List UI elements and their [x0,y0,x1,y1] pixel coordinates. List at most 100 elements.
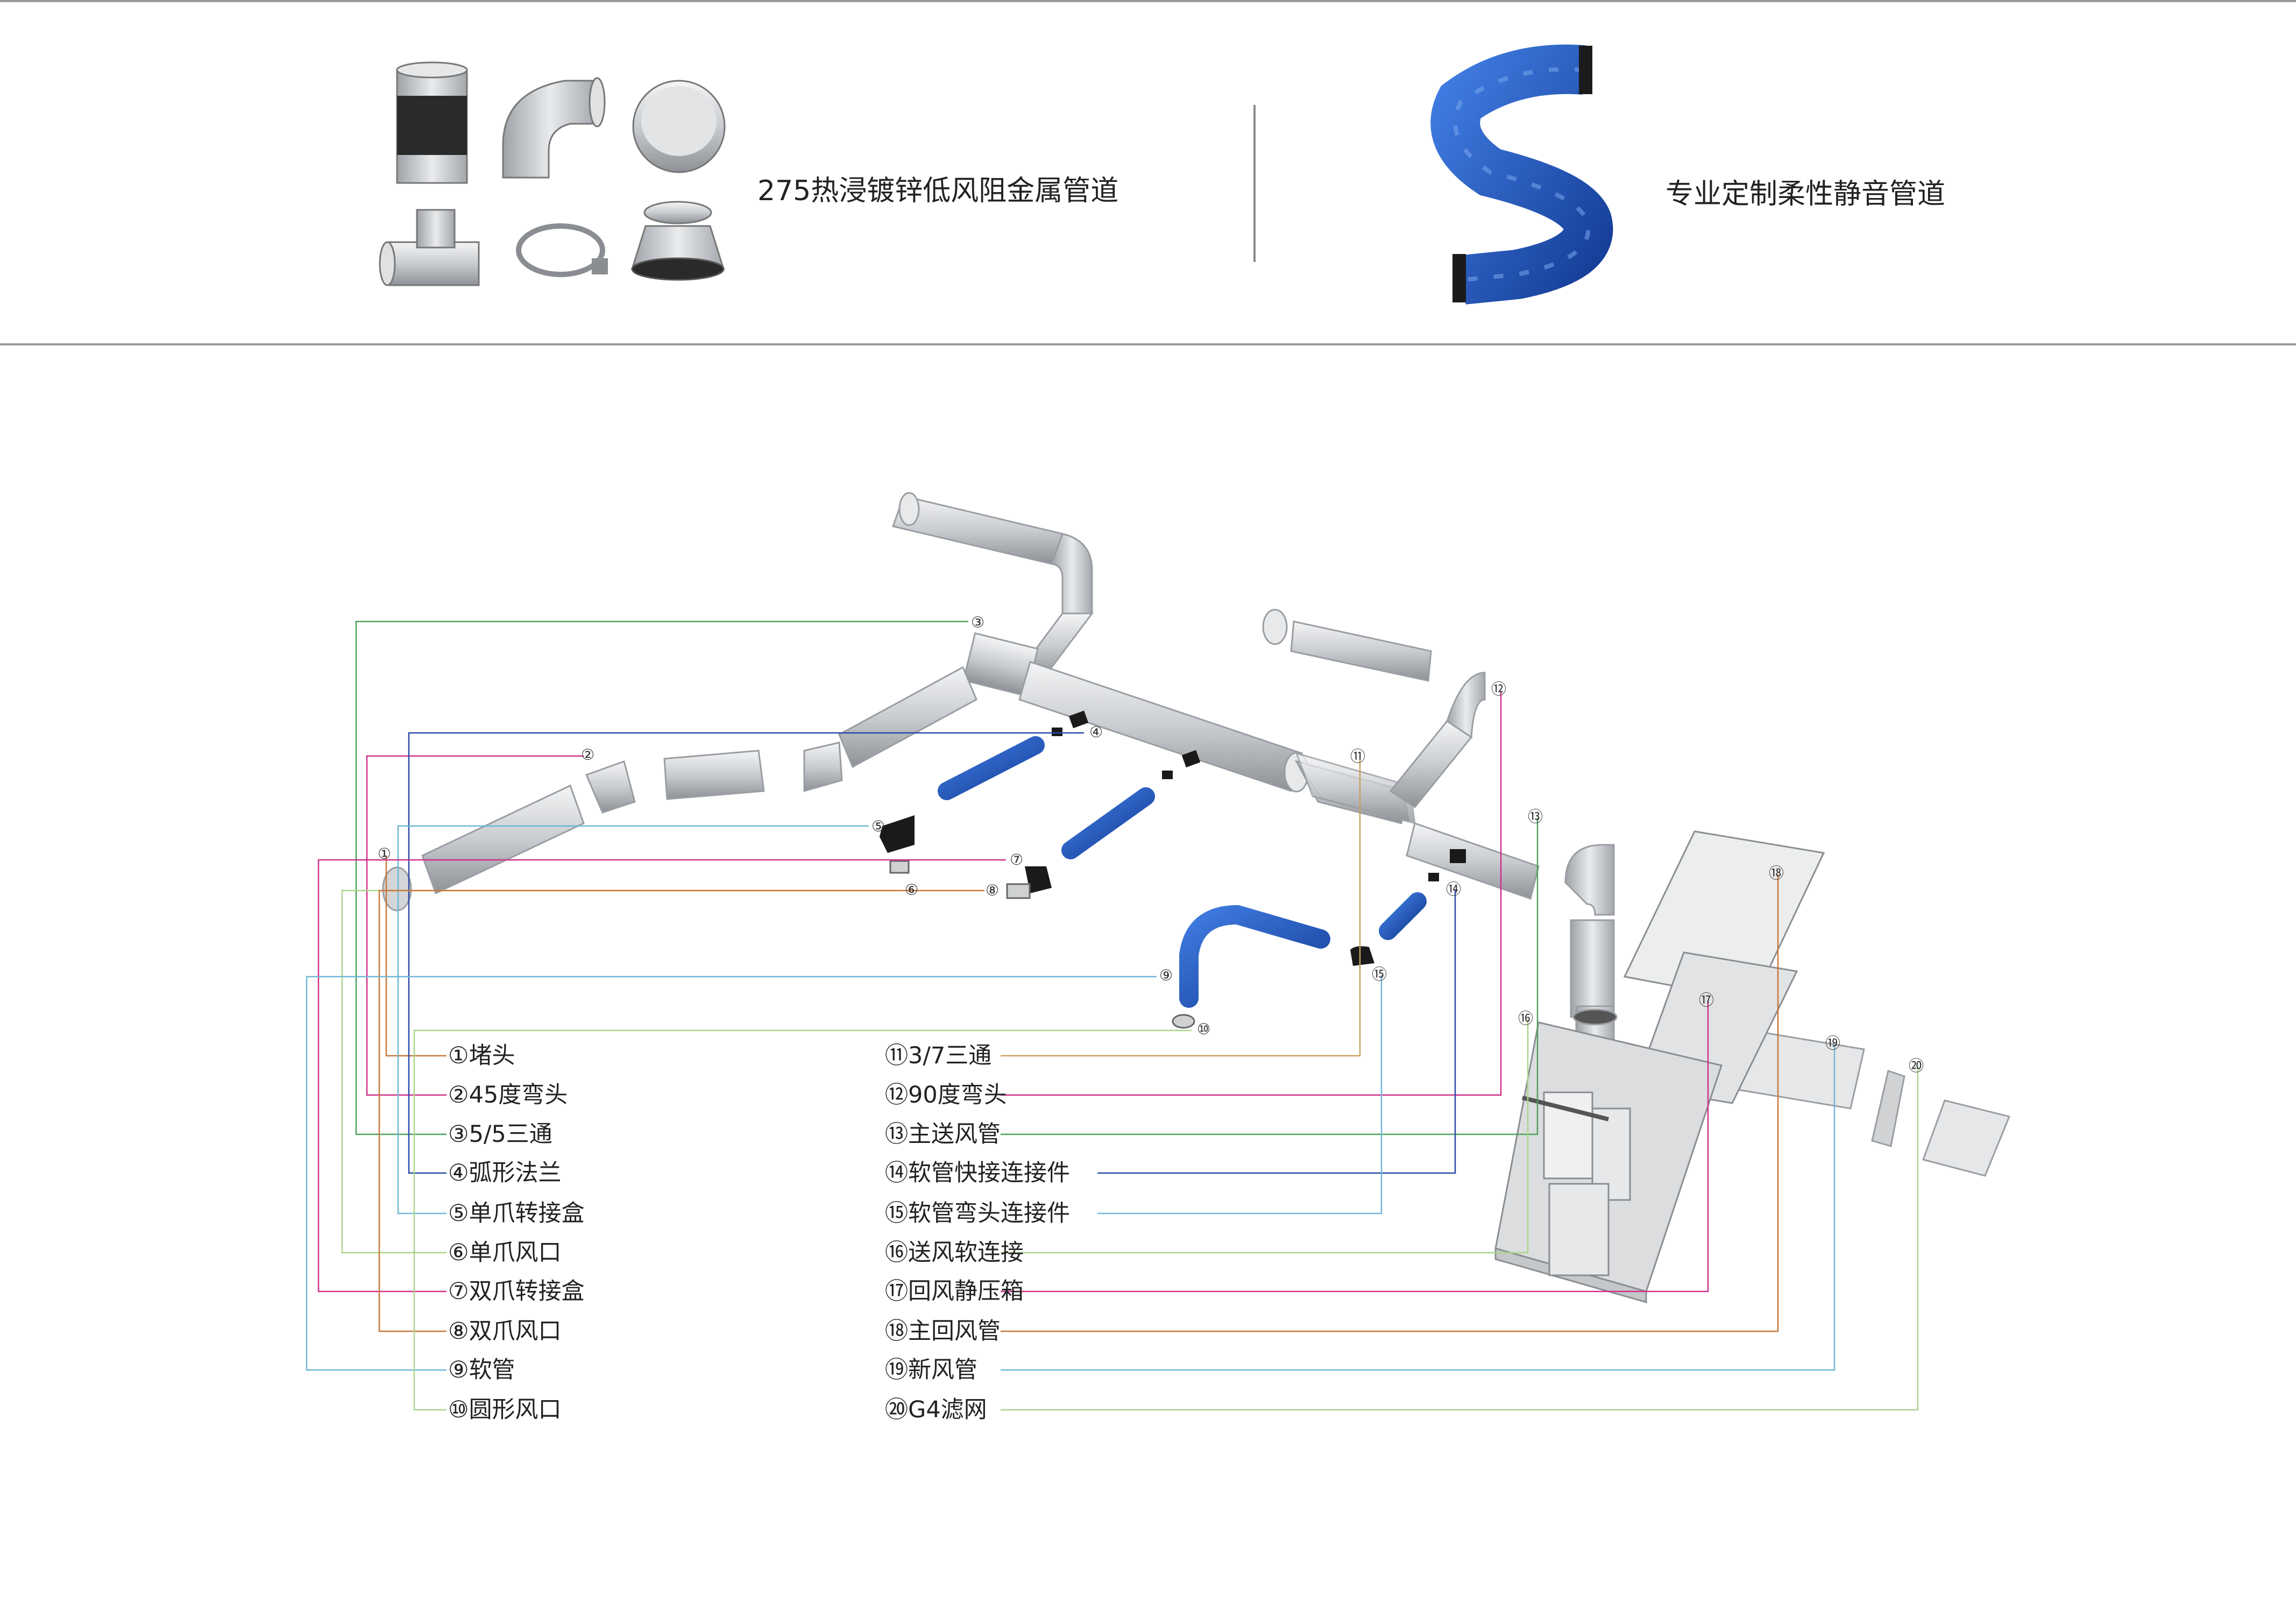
legend-text: 回风静压箱 [908,1278,1024,1305]
legend-text: 45度弯头 [469,1082,568,1108]
legend-text: 单爪风口 [469,1239,562,1266]
legend-text: 新风管 [908,1357,977,1383]
legend-item-9: ⑨软管 [448,1354,515,1386]
callout-15: ⑮ [1372,965,1387,983]
clamp-photo [516,223,608,277]
callout-10: ⑩ [1197,1020,1210,1038]
legend-num: ⑪ [885,1042,908,1069]
legend-item-17: ⑰回风静压箱 [885,1275,1024,1308]
flexible-ducts [938,736,1427,1008]
tee-photo [379,209,480,286]
legend-text: 主回风管 [908,1318,1001,1345]
legend-text: 单爪转接盒 [469,1200,585,1227]
legend-text: 双爪转接盒 [469,1278,585,1305]
legend-num: ③ [448,1121,469,1148]
legend-num: ⑦ [448,1278,469,1305]
legend-text: G4滤网 [908,1396,987,1423]
legend-num: ⑩ [448,1396,469,1423]
elbow-photo [502,77,606,179]
legend-item-10: ⑩圆形风口 [448,1394,562,1426]
legend-num: ⑤ [448,1200,469,1227]
callout-7: ⑦ [1010,851,1023,868]
metal-duct-caption: 275热浸镀锌低风阻金属管道 [757,175,1119,207]
reducer-photo [630,201,725,281]
legend-item-20: ⑳G4滤网 [885,1394,987,1426]
legend-num: ⑧ [448,1318,469,1345]
black-connectors [880,710,1466,966]
legend-num: ⑮ [885,1200,908,1227]
legend-text: 软管快接连接件 [908,1160,1070,1187]
legend-text: 3/7三通 [908,1042,992,1069]
legend-item-5: ⑤单爪转接盒 [448,1197,585,1230]
flex-duct-photo [1430,44,1613,305]
legend-text: 5/5三通 [469,1121,552,1148]
flex-hose-9 [1179,905,1330,1008]
legend-text: 送风软连接 [908,1239,1024,1266]
callout-9: ⑨ [1159,966,1173,984]
legend-item-18: ⑱主回风管 [885,1315,1001,1347]
coupler-photo [396,61,468,184]
legend-item-12: ⑫90度弯头 [885,1079,1007,1111]
g4-filter [1871,1070,1905,1147]
callout-11: ⑪ [1350,747,1365,765]
single-claw-box [880,815,915,853]
callout-18: ⑱ [1769,864,1784,882]
metal-fittings-photos [379,61,726,286]
legend-text: 弧形法兰 [469,1160,562,1187]
ductwork [382,492,2011,1177]
header-vertical-separator [1253,105,1256,262]
double-claw-box [1025,866,1052,893]
legend-item-4: ④弧形法兰 [448,1157,562,1189]
legend-text: 堵头 [469,1042,515,1069]
callout-8: ⑧ [986,881,999,899]
end-cap-1 [382,866,412,912]
callout-2: ② [581,746,594,764]
leader-lines [306,620,1919,1411]
callout-17: ⑰ [1699,991,1714,1009]
callout-13: ⑬ [1528,808,1543,825]
legend-num: ⑫ [885,1082,908,1108]
legend-num: ⑱ [885,1318,908,1345]
legend-item-7: ⑦双爪转接盒 [448,1275,585,1308]
top-divider [0,0,2296,2]
legend-item-6: ⑥单爪风口 [448,1237,562,1269]
header-divider [0,343,2296,345]
legend-num: ④ [448,1160,469,1187]
grilles [889,860,1195,1029]
legend-text: 双爪风口 [469,1318,562,1345]
legend-item-15: ⑮软管弯头连接件 [885,1197,1070,1230]
legend-num: ⑭ [885,1160,908,1187]
legend-item-1: ①堵头 [448,1040,515,1072]
air-handling-unit [1494,830,1825,1303]
callout-3: ③ [971,613,984,631]
legend-num: ⑲ [885,1357,908,1383]
legend-item-8: ⑧双爪风口 [448,1315,562,1347]
callout-14: ⑭ [1446,880,1461,898]
legend-item-13: ⑬主送风管 [885,1118,1001,1150]
callout-4: ④ [1089,723,1103,741]
legend-num: ⑨ [448,1357,469,1383]
callout-6: ⑥ [905,881,918,899]
legend-text: 圆形风口 [469,1396,562,1423]
flex-duct-caption: 专业定制柔性静音管道 [1666,178,1946,210]
legend-num: ⑥ [448,1239,469,1266]
callout-12: ⑫ [1491,680,1506,698]
legend-item-16: ⑯送风软连接 [885,1237,1024,1269]
legend-num: ⑯ [885,1239,908,1266]
callout-19: ⑲ [1825,1034,1840,1052]
end-cap-photo [632,80,726,173]
end-cap-top [898,492,920,526]
legend-item-14: ⑭软管快接连接件 [885,1157,1070,1189]
callout-1: ① [378,845,391,863]
main-supply-duct [1018,661,1303,792]
legend-num: ⑰ [885,1278,908,1305]
callout-20: ⑳ [1909,1057,1924,1075]
legend-text: 软管弯头连接件 [908,1200,1070,1227]
legend-item-2: ②45度弯头 [448,1079,568,1111]
legend-num: ⑬ [885,1121,908,1148]
callout-5: ⑤ [871,817,885,835]
legend-text: 软管 [469,1357,515,1383]
callout-labels: ① ② ③ ④ ⑤ ⑥ ⑦ ⑧ ⑨ ⑩ ⑪ ⑫ ⑬ ⑭ ⑮ ⑯ ⑰ ⑱ ⑲ ⑳ [378,613,1924,1075]
legend-text: 90度弯头 [908,1082,1007,1108]
